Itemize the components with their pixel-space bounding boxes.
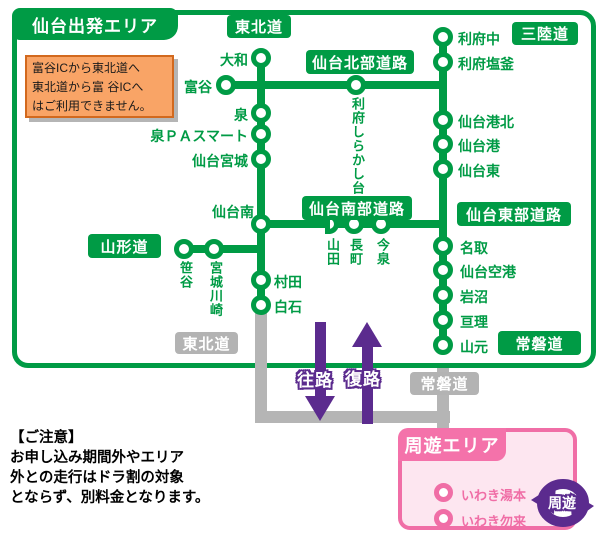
- road-label-sendai-hokubu: 仙台北部道路: [306, 50, 414, 74]
- outbound-arrow-head: [305, 396, 335, 421]
- station-node-yamato: [251, 48, 271, 68]
- station-node-izumi-pa: [251, 124, 271, 144]
- notice-line-3: はご利用できません。: [32, 99, 152, 113]
- tomiya-notice-box: 富谷ICから東北道へ 東北道から富 谷ICへ はご利用できません。: [25, 55, 174, 118]
- station-label-miyagi-kawasaki: 宮城川崎: [208, 261, 223, 317]
- station-node-iwanuma: [433, 285, 453, 305]
- station-node-sendai-airport: [433, 260, 453, 280]
- outbound-arrow-label: 往路: [297, 371, 333, 390]
- station-node-izumi: [251, 103, 271, 123]
- station-label-shiroishi: 白石: [274, 299, 302, 315]
- station-label-sendai-airport: 仙台空港: [460, 264, 516, 280]
- station-label-sendaiko: 仙台港: [458, 138, 500, 154]
- road-label-joban: 常磐道: [498, 331, 581, 355]
- caution-line-2: お申し込み期間外やエリア: [10, 450, 184, 466]
- station-node-sendai-minami: [251, 214, 271, 234]
- tohoku-expwy-line: [257, 54, 265, 310]
- station-label-murata: 村田: [274, 274, 302, 290]
- station-label-yamato: 大和: [220, 52, 248, 68]
- station-label-sendaiko-kita: 仙台港北: [458, 114, 514, 130]
- station-node-sasaya: [174, 239, 194, 259]
- station-node-tomiya: [216, 75, 236, 95]
- return-arrow-label: 復路: [345, 370, 381, 389]
- area-title: 仙台出発エリア: [12, 8, 178, 40]
- station-label-natori: 名取: [460, 240, 488, 256]
- station-label-iwaki-nakoso: いわき勿来: [461, 514, 527, 529]
- station-node-sendai-miyagi: [251, 149, 271, 169]
- station-label-imaizumi: 今泉: [375, 238, 390, 266]
- notice-line-1: 富谷ICから東北道へ: [32, 61, 141, 75]
- station-label-rifu-naka: 利府中: [458, 31, 500, 47]
- station-node-watari: [433, 310, 453, 330]
- yamagata-expwy-line: [184, 245, 265, 253]
- station-node-rifu-naka: [433, 27, 453, 47]
- station-label-sendai-minami: 仙台南: [212, 204, 254, 220]
- road-label-sendai-nanbu: 仙台南部道路: [302, 196, 412, 220]
- station-node-iwaki-yumoto: [434, 483, 453, 502]
- tour-loop-badge-label: 周遊: [548, 495, 576, 511]
- station-node-yamamoto: [433, 335, 453, 355]
- station-label-iwaki-yumoto: いわき湯本: [461, 488, 527, 503]
- station-label-yamada: 山田: [325, 238, 340, 266]
- tohoku-gray-line-vertical: [255, 305, 267, 417]
- road-label-tohoku-south: 東北道: [175, 332, 238, 354]
- station-label-tomiya: 富谷: [184, 79, 212, 95]
- caution-text: 【ご注意】 お申し込み期間外やエリア 外との走行はドラ割の対象 とならず、別料金…: [10, 428, 209, 508]
- connector-gray-line-horizontal: [255, 411, 450, 423]
- station-label-sendai-higashi: 仙台東: [458, 163, 500, 179]
- station-label-yamamoto: 山元: [460, 339, 488, 355]
- road-label-yamagata: 山形道: [88, 234, 161, 258]
- road-label-sendai-tobu: 仙台東部道路: [457, 202, 571, 226]
- station-node-sendaiko-kita: [433, 110, 453, 130]
- tour-area-title: 周遊エリア: [398, 428, 506, 461]
- caution-line-3: 外との走行はドラ割の対象: [10, 470, 184, 486]
- outbound-arrow-shaft: [315, 322, 326, 397]
- road-label-tohoku-top: 東北道: [227, 15, 291, 38]
- station-node-sendaiko: [433, 134, 453, 154]
- station-label-izumi: 泉: [234, 107, 248, 123]
- return-arrow-shaft: [362, 346, 373, 424]
- caution-line-4: とならず、別料金となります。: [10, 490, 210, 506]
- station-label-watari: 亘理: [460, 314, 488, 330]
- station-label-rifu-shirakashidai: 利府しらかし台: [350, 97, 365, 195]
- station-label-nagamachi: 長町: [348, 238, 363, 266]
- departure-area-outline: [12, 10, 596, 368]
- station-label-sendai-miyagi: 仙台宮城: [192, 153, 248, 169]
- station-label-izumi-pa: 泉ＰＡスマート: [150, 128, 248, 144]
- station-node-iwaki-nakoso: [434, 509, 453, 528]
- road-label-joban-south: 常磐道: [410, 372, 479, 395]
- tour-loop-icon: [531, 479, 594, 527]
- station-node-natori: [433, 236, 453, 256]
- station-label-rifu-shiogama: 利府塩釜: [458, 56, 514, 72]
- station-node-miyagi-kawasaki: [204, 239, 224, 259]
- road-label-sanriku: 三陸道: [512, 22, 578, 45]
- caution-line-1: 【ご注意】: [10, 430, 83, 446]
- station-node-murata: [251, 270, 271, 290]
- sendai-hokubu-road-line: [228, 81, 447, 89]
- return-arrow-head: [352, 322, 382, 347]
- station-node-rifu-shirakashidai: [346, 75, 366, 95]
- station-node-shiroishi: [251, 295, 271, 315]
- station-node-sendai-higashi: [433, 159, 453, 179]
- sanriku-tobu-line: [439, 33, 447, 349]
- station-node-rifu-shiogama: [433, 52, 453, 72]
- station-label-sasaya: 笹谷: [178, 261, 193, 289]
- notice-line-2: 東北道から富 谷ICへ: [32, 80, 144, 94]
- station-label-iwanuma: 岩沼: [460, 289, 488, 305]
